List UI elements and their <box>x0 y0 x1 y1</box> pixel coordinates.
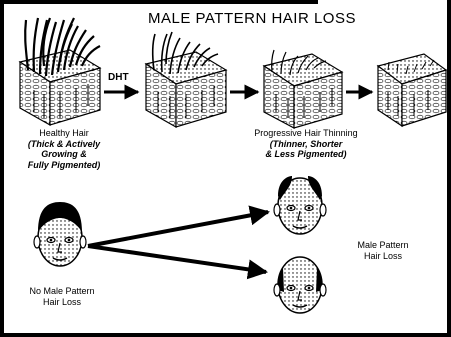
arrow-to-upper-face <box>88 212 268 246</box>
face-no-hair-loss <box>34 202 86 266</box>
caption-healthy-sub-3: Fully Pigmented) <box>14 160 114 171</box>
caption-healthy-title: Healthy Hair <box>14 128 114 139</box>
caption-no-hair-loss: No Male Pattern Hair Loss <box>12 286 112 307</box>
caption-healthy-sub-1: (Thick & Actively <box>14 139 114 150</box>
skin-block-stage-2 <box>146 32 226 127</box>
caption-healthy-sub-2: Growing & <box>14 149 114 160</box>
face-receding-hairline <box>274 176 326 234</box>
skin-block-stage-4 <box>378 54 446 126</box>
caption-healthy-hair: Healthy Hair (Thick & Actively Growing &… <box>14 128 114 170</box>
arrow-to-lower-face <box>88 246 266 272</box>
caption-progressive-title: Progressive Hair Thinning <box>236 128 376 139</box>
caption-male-pattern-line-2: Hair Loss <box>338 251 428 262</box>
face-balding <box>274 257 326 313</box>
caption-male-pattern-line-1: Male Pattern <box>338 240 428 251</box>
caption-progressive-thinning: Progressive Hair Thinning (Thinner, Shor… <box>236 128 376 160</box>
skin-block-healthy <box>20 18 100 125</box>
caption-no-loss-line-1: No Male Pattern <box>12 286 112 297</box>
caption-male-pattern-hair-loss: Male Pattern Hair Loss <box>338 240 428 261</box>
caption-progressive-sub-1: (Thinner, Shorter <box>236 139 376 150</box>
caption-no-loss-line-2: Hair Loss <box>12 297 112 308</box>
dht-label: DHT <box>108 72 129 83</box>
caption-progressive-sub-2: & Less Pigmented) <box>236 149 376 160</box>
skin-block-stage-3 <box>264 50 342 128</box>
